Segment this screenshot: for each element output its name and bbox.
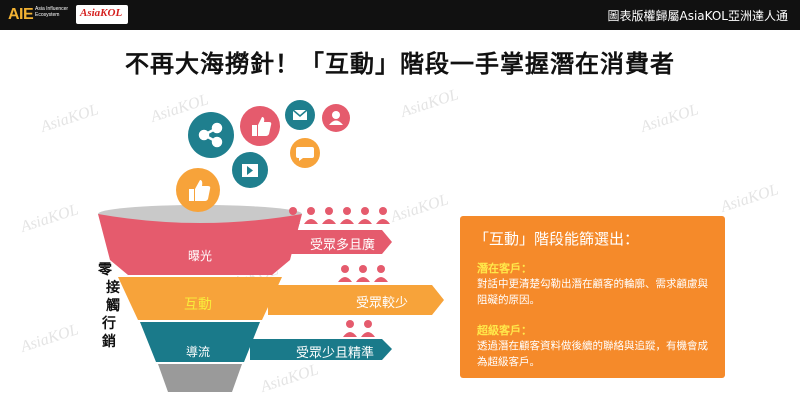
interaction-callout: 「互動」階段能篩選出： 潛在客戶： 對話中更清楚勾勒出潛在顧客的輪廓、需求顧慮與…: [460, 216, 725, 378]
funnel-spout: [158, 364, 242, 392]
super-customer-text: 透過潛在顧客資料做後續的聯絡與追蹤，有機會成為超級客戶。: [477, 340, 708, 368]
funnel-top-segment: [98, 214, 302, 275]
funnel-label-interaction: 互動: [184, 297, 212, 313]
aie-logo: AIE Asia Influencer Ecosystem: [8, 6, 69, 23]
user-icon: [374, 265, 388, 282]
slide-title: 不再大海撈針！「互動」階段一手掌握潛在消費者: [125, 50, 675, 78]
user-icon: [304, 207, 318, 224]
funnel-bottom-segment: [140, 322, 260, 362]
funnel-rim: [98, 205, 302, 223]
audience-medium-icons: [338, 265, 388, 282]
video-icon: [232, 152, 268, 188]
user-icon: [376, 207, 390, 224]
thumbs-up-icon: [240, 106, 280, 146]
funnel-label-exposure: 曝光: [188, 249, 213, 263]
potential-customer-heading: 潛在客戶：: [477, 262, 532, 275]
callout-title: 「互動」階段能篩選出：: [474, 230, 640, 248]
super-customer-heading: 超級客戶：: [477, 324, 532, 337]
banner-top: [282, 230, 392, 254]
banner-top-text: 受眾多且廣: [310, 238, 376, 253]
user-icon: [286, 207, 300, 224]
banner-bottom: [250, 339, 392, 360]
share-icon: [188, 112, 234, 158]
funnel-label-traffic: 導流: [186, 345, 211, 359]
user-icon: [358, 207, 372, 224]
asiakol-logo: AsiaKOL: [76, 5, 128, 24]
user-icon: [356, 265, 370, 282]
funnel-middle-segment: [118, 277, 282, 320]
user-icon: [361, 320, 375, 337]
chat-icon: [290, 138, 320, 168]
user-icon: [338, 265, 352, 282]
top-bar: AIE Asia Influencer Ecosystem AsiaKOL 圖表…: [0, 0, 800, 30]
user-icon: [340, 207, 354, 224]
audience-small-icons: [343, 320, 375, 337]
audience-large-icons: [286, 207, 390, 224]
user-icon: [343, 320, 357, 337]
mail-icon: [285, 100, 315, 130]
potential-customer-text: 對話中更清楚勾勒出潛在顧客的輪廓、需求顧慮與阻礙的原因。: [477, 278, 708, 306]
banner-middle-text: 受眾較少: [356, 296, 409, 311]
banner-middle: [268, 285, 444, 315]
thumbs-up-icon: [176, 168, 220, 212]
user-icon: [322, 207, 336, 224]
user-icon: [322, 104, 350, 132]
copyright-text: 圖表版權歸屬AsiaKOL亞洲達人通: [607, 9, 789, 23]
banner-bottom-text: 受眾少且精準: [296, 346, 375, 361]
